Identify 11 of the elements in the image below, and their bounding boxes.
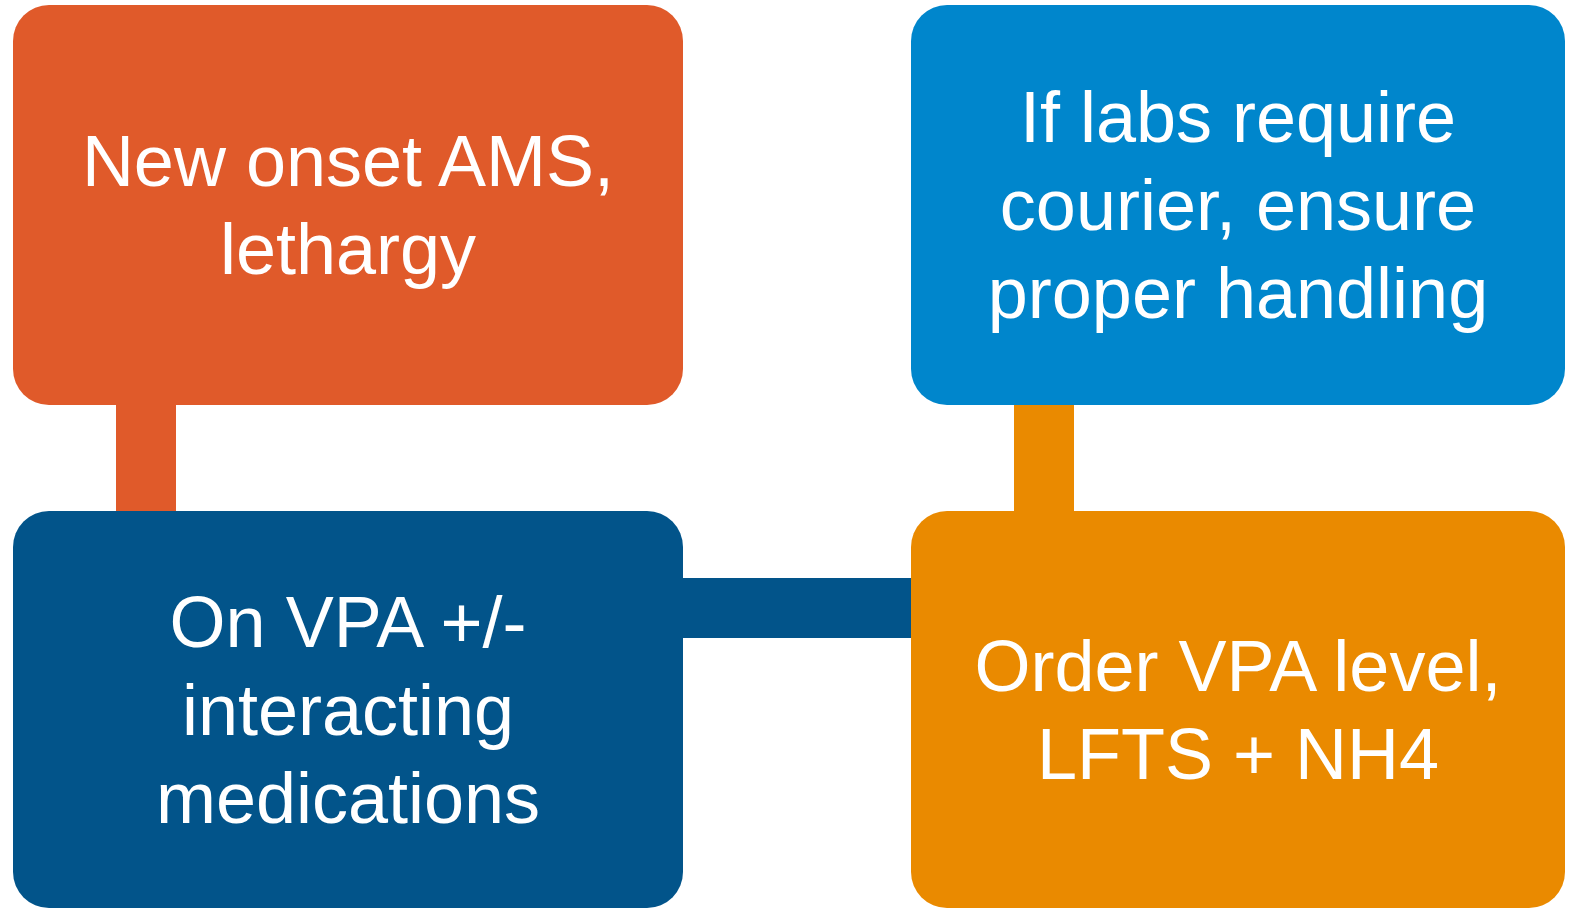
connector-bar bbox=[683, 578, 911, 638]
process-box bbox=[13, 5, 683, 405]
box-text: If labs require courier, ensure proper handling bbox=[986, 76, 1490, 335]
connector-bar bbox=[1014, 405, 1074, 511]
process-box bbox=[911, 5, 1565, 405]
process-box bbox=[911, 511, 1565, 908]
box-text: New onset AMS, lethargy bbox=[80, 120, 616, 291]
process-box bbox=[13, 511, 683, 908]
box-text: On VPA +/- interacting medications bbox=[154, 580, 542, 840]
connector-bar bbox=[116, 405, 176, 511]
box-text: Order VPA level, LFTS + NH4 bbox=[973, 624, 1503, 796]
